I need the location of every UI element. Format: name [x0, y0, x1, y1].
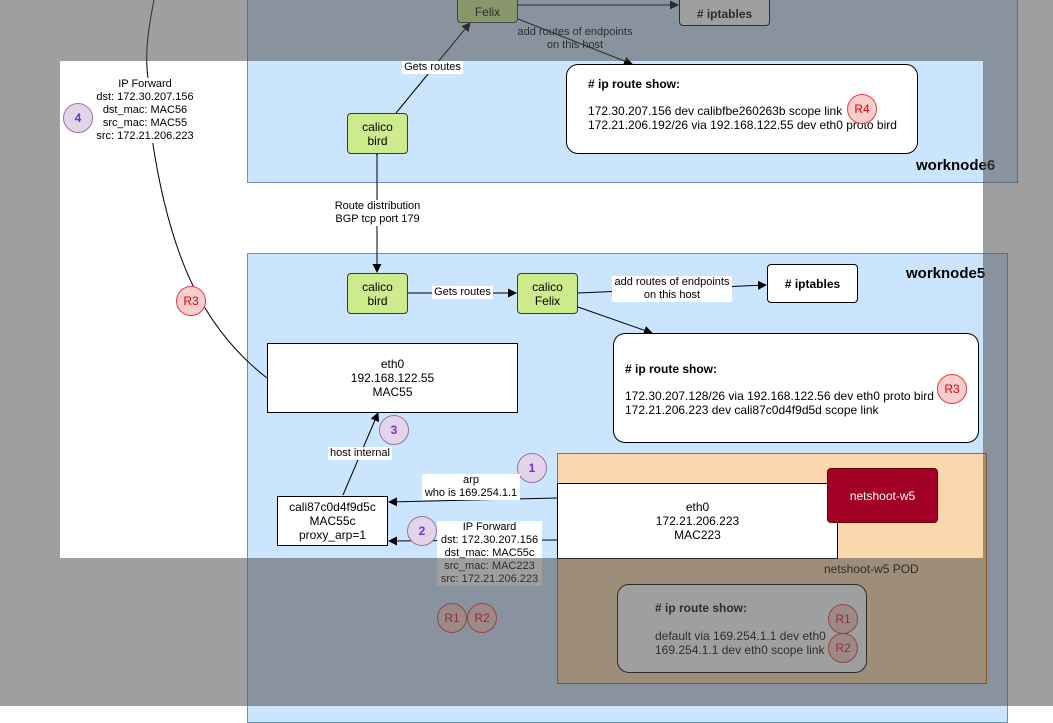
worknode5-calico-bird: calico bird: [347, 273, 408, 314]
step-3-badge: 3: [379, 415, 409, 445]
worknode6-gets-routes-label: Gets routes: [402, 61, 463, 74]
worknode5-gets-routes-label: Gets routes: [432, 286, 493, 299]
line-forward-node: [151, 137, 268, 379]
step-1-badge: 1: [517, 453, 547, 483]
line-forward-top: [146, 0, 155, 79]
netshoot-w5-container: netshoot-w5: [827, 468, 938, 523]
pod-route-show: # ip route show: default via 169.254.1.1…: [617, 584, 867, 673]
worknode6-felix: Felix: [457, 0, 518, 23]
worknode5-felix-label: add routes of endpoints on this host: [612, 276, 732, 302]
step-2-badge: 2: [407, 516, 437, 546]
line-arp: [388, 497, 558, 507]
worknode5-calico-felix: calico Felix: [517, 273, 578, 314]
arp-label: arp who is 169.254.1.1: [422, 474, 520, 500]
pod-label: netshoot-w5 POD: [824, 562, 919, 576]
badge-r1-path: R1: [437, 603, 467, 633]
worknode5-iptables: # iptables: [767, 264, 858, 303]
badge-r2-path: R2: [467, 603, 497, 633]
worknode6-iptables: # iptables: [679, 0, 770, 26]
badge-r1-pod: R1: [828, 604, 858, 634]
badge-r4: R4: [847, 94, 877, 124]
worknode6-felix-label: add routes of endpoints on this host: [517, 26, 633, 51]
worknode5-eth0: eth0 192.168.122.55 MAC55: [267, 343, 518, 413]
worknode6-title: worknode6: [916, 157, 996, 174]
host-internal-label: host internal: [328, 447, 392, 460]
pod-eth0: eth0 172.21.206.223 MAC223: [557, 483, 838, 559]
route-distribution-label: Route distribution BGP tcp port 179: [322, 200, 433, 226]
badge-r3-routes: R3: [937, 374, 967, 404]
badge-r3-path: R3: [176, 286, 206, 316]
worknode6-calico-bird: calico bird: [347, 113, 408, 154]
worknode5-title: worknode5: [906, 265, 986, 282]
forward-pod-label: IP Forward dst: 172.30.207.156 dst_mac: …: [437, 521, 542, 586]
badge-r2-pod: R2: [828, 633, 858, 663]
step-4-badge: 4: [63, 103, 93, 133]
line-felix5-to-routes: [577, 306, 653, 335]
cali-interface: cali87c0d4f9d5c MAC55c proxy_arp=1: [277, 496, 388, 546]
forward-node-label: IP Forward dst: 172.30.207.156 dst_mac: …: [90, 78, 200, 143]
worknode5-route-show: # ip route show: 172.30.207.128/26 via 1…: [613, 333, 979, 443]
